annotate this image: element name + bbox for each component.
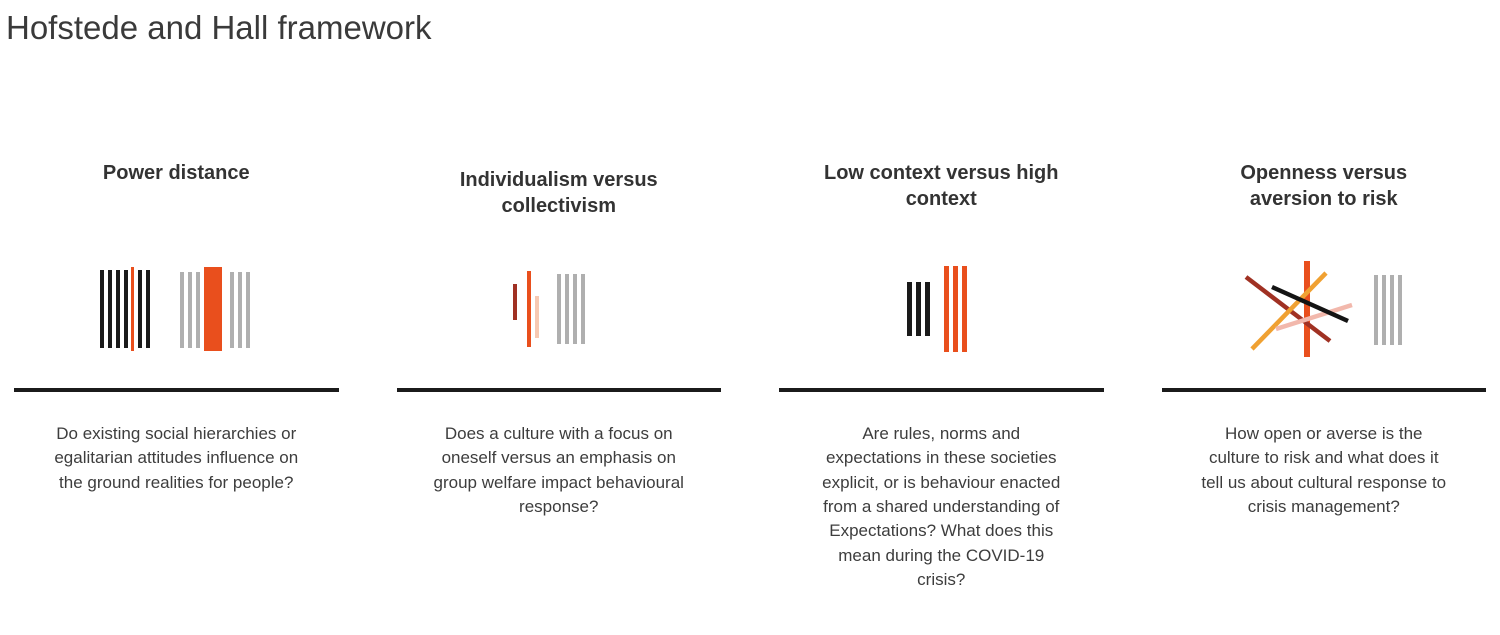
power-distance-bars-icon xyxy=(14,230,339,388)
openness-risk-crossed-lines-icon xyxy=(1162,230,1487,388)
column-low-high-context: Low context versus high context Are rule… xyxy=(779,160,1104,593)
divider-line xyxy=(1161,387,1486,392)
column-heading: Low context versus high context xyxy=(824,161,1059,210)
divider-line xyxy=(396,387,721,392)
column-description: Does a culture with a focus on oneself v… xyxy=(433,423,684,516)
column-individualism-collectivism: Individualism versus collectivism Does a… xyxy=(396,160,722,593)
column-description: Do existing social hierarchies or egalit… xyxy=(54,423,299,492)
page-title: Hofstede and Hall framework xyxy=(6,9,432,46)
column-power-distance: Power distance xyxy=(14,160,339,593)
column-openness-risk: Openness versus aversion to risk How ope… xyxy=(1161,160,1487,593)
divider-line xyxy=(779,387,1104,392)
column-description: Are rules, norms and expectations in the… xyxy=(822,423,1061,590)
column-heading: Individualism versus collectivism xyxy=(459,168,658,217)
divider-line xyxy=(14,387,339,392)
individualism-collectivism-bars-icon xyxy=(397,230,722,388)
column-heading: Openness versus aversion to risk xyxy=(1240,161,1408,210)
framework-columns: Power distance xyxy=(14,160,1486,593)
low-high-context-bars-icon xyxy=(779,230,1104,388)
column-heading: Power distance xyxy=(102,161,250,184)
column-description: How open or averse is the culture to ris… xyxy=(1201,423,1447,516)
